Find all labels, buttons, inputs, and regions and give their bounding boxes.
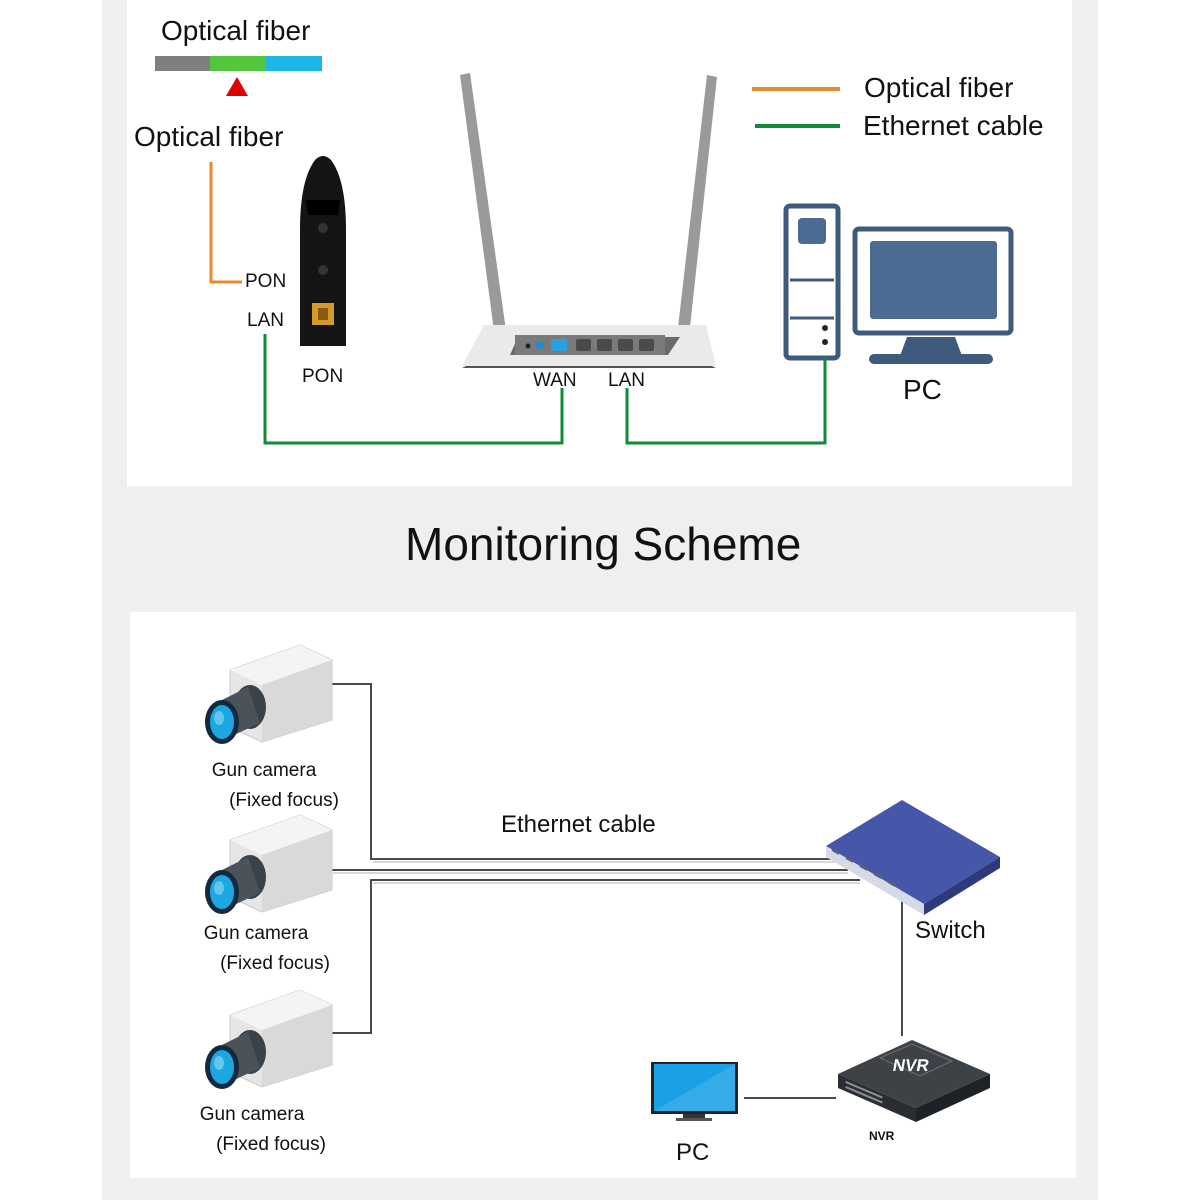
fiber-input-label: Optical fiber xyxy=(134,121,284,152)
pon-device-label: PON xyxy=(302,366,344,387)
camera-2-detail: (Fixed focus) xyxy=(220,953,330,974)
camera-3-name: Gun camera xyxy=(199,1104,305,1125)
optical-fiber-line xyxy=(209,162,242,284)
section-title: Monitoring Scheme xyxy=(405,518,802,570)
router-icon xyxy=(460,73,717,368)
fiber-strip-green xyxy=(210,56,266,71)
nvr-label: NVR xyxy=(869,1129,895,1143)
switch-icon xyxy=(826,800,1000,915)
gun-camera-3-icon xyxy=(205,989,333,1089)
ethernet-line-pon-to-wan xyxy=(263,334,564,445)
pon-device-icon xyxy=(300,156,346,346)
camera-1-detail: (Fixed focus) xyxy=(229,790,339,811)
camera-3-detail: (Fixed focus) xyxy=(216,1134,326,1155)
camera-1-name: Gun camera xyxy=(211,760,317,781)
pon-port-label: PON xyxy=(245,271,287,292)
camera-cables xyxy=(331,683,903,1099)
switch-label: Switch xyxy=(915,917,986,944)
nvr-badge: NVR xyxy=(891,1056,931,1075)
legend-optical-fiber-label: Optical fiber xyxy=(864,72,1014,103)
fiber-strip-gray xyxy=(155,56,210,71)
ethernet-cable-label: Ethernet cable xyxy=(501,811,656,838)
router-wan-label: WAN xyxy=(533,370,577,391)
fiber-color-strip xyxy=(155,56,322,71)
cable-camera-1 xyxy=(331,683,835,860)
fiber-strip-blue xyxy=(266,56,322,71)
cable-camera-3 xyxy=(331,879,860,1034)
fiber-marker-icon xyxy=(226,77,248,96)
desktop-pc-icon xyxy=(783,203,1014,364)
ethernet-line-lan-to-pc xyxy=(625,358,827,445)
camera-2-name: Gun camera xyxy=(203,923,309,944)
nvr-icon xyxy=(838,1040,990,1122)
monitor-pc-label: PC xyxy=(676,1139,710,1166)
pc-monitor-icon xyxy=(651,1062,738,1121)
fiber-strip-label: Optical fiber xyxy=(161,15,311,46)
gun-camera-1-icon xyxy=(205,644,333,744)
router-lan-label: LAN xyxy=(608,370,645,391)
gun-camera-2-icon xyxy=(205,814,333,914)
legend-ethernet-label: Ethernet cable xyxy=(863,110,1044,141)
lan-port-label: LAN xyxy=(247,310,284,331)
pc-label: PC xyxy=(903,374,942,405)
